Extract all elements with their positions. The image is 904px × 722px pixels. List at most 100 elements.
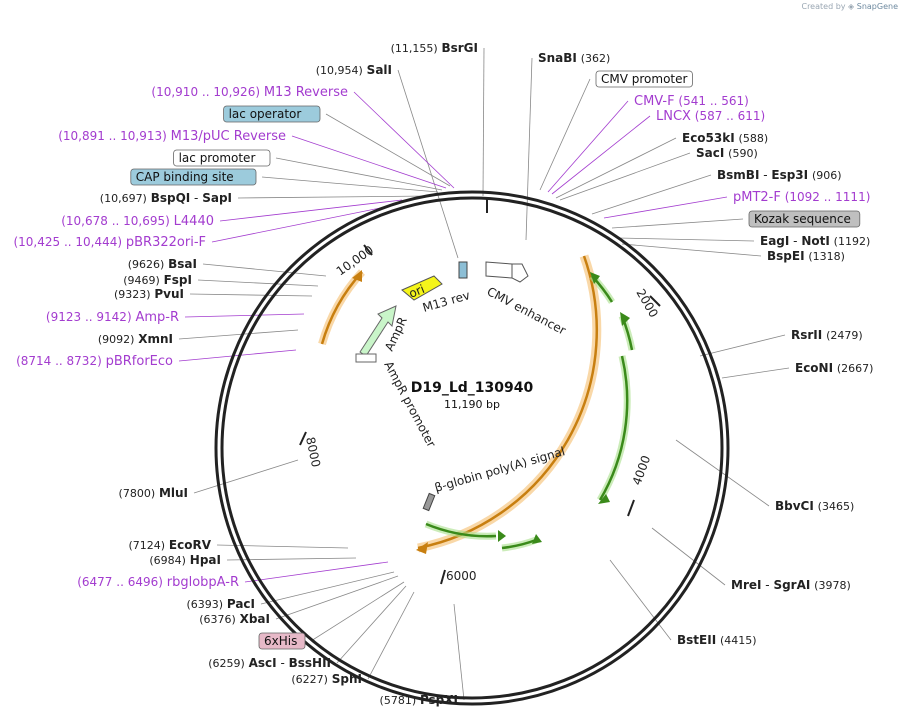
site-position: (6376) [199,613,236,626]
ampr-promoter-label: AmpR promoter [381,359,438,450]
site-sphi[interactable]: (6227) SphI [291,672,362,686]
site-eagi[interactable]: EagI - NotI (1192) [760,234,870,248]
site-cap-binding-site[interactable]: CAP binding site [130,168,257,186]
site-bspqi[interactable]: (10,697) BspQI - SapI [100,191,232,205]
site-name: pBRforEco [106,354,173,369]
site-ecorv[interactable]: (7124) EcoRV [129,538,212,552]
site-asci[interactable]: (6259) AscI - BssHII [208,656,331,670]
site-position: (4415) [720,634,757,647]
site-position: (10,891 .. 10,913) [58,129,167,143]
connector-line-5 [275,157,443,191]
site-cmv-promoter[interactable]: CMV promoter [595,70,693,88]
site-bsmbi[interactable]: BsmBI - Esp3I (906) [717,168,842,182]
feature-badge [595,70,693,88]
connector-line-20 [260,571,395,605]
site-name: XbaI [240,612,270,626]
green-arrowheads [498,272,630,544]
site-sali[interactable]: (10,954) SalI [316,63,392,77]
site-m13-puc-reverse[interactable]: (10,891 .. 10,913) M13/pUC Reverse [58,129,286,144]
connector-line-29 [551,115,651,195]
site-paci[interactable]: (6393) PacI [186,597,255,611]
orange-arc-main [417,255,599,550]
site-name: PvuI [154,287,184,301]
site-position: (10,910 .. 10,926) [151,85,260,99]
site-cmv-f[interactable]: CMV-F (541 .. 561) [634,94,749,109]
site-label: (6477 .. 6496) rbglobpA-R [77,575,239,590]
site-eco53ki[interactable]: Eco53kI (588) [682,131,768,145]
site-name: FspI [164,273,192,287]
site-name: EagI [760,234,789,248]
feature-label: CAP binding site [136,170,234,184]
site-amp-r[interactable]: (9123 .. 9142) Amp-R [46,310,179,325]
connector-line-38 [721,367,790,379]
site-rbglobpa-r[interactable]: (6477 .. 6496) rbglobpA-R [77,575,239,590]
site-bsteii[interactable]: BstEII (4415) [677,633,757,647]
site-position: (9626) [128,258,165,271]
site-saci[interactable]: SacI (590) [696,146,758,160]
lac-operator-box [458,261,468,279]
site-position: (3465) [818,500,855,513]
site-kozak-sequence[interactable]: Kozak sequence [748,210,861,228]
connector-line-3 [325,113,451,187]
site-pmt2-f[interactable]: pMT2-F (1092 .. 1111) [733,190,870,205]
site-position: (587 .. 611) [695,109,765,123]
site-label: CMV-F (541 .. 561) [634,94,749,109]
site-pbrforeco[interactable]: (8714 .. 8732) pBRforEco [16,354,173,369]
feature-badge [173,149,271,167]
site-mlui[interactable]: (7800) MluI [119,486,188,500]
site-lac-operator[interactable]: lac operator [223,105,321,123]
feature-badge [223,105,321,123]
site-label: SacI (590) [696,146,758,160]
site-bsrgi[interactable]: (11,155) BsrGI [391,41,478,55]
site-xmni[interactable]: (9092) XmnI [98,332,173,346]
site-lncx[interactable]: LNCX (587 .. 611) [656,109,765,124]
connector-line-23 [336,585,407,664]
site-pvui[interactable]: (9323) PvuI [114,287,184,301]
site-hpai[interactable]: (6984) HpaI [149,553,221,567]
tick-label-4000: 4000 [630,454,654,487]
orange-arc-arrowhead [416,542,428,554]
connector-line-28 [547,100,629,193]
site-bbvci[interactable]: BbvCI (3465) [775,499,854,513]
site-separator: - [789,234,801,248]
site-fspi[interactable]: (9469) FspI [123,273,192,287]
site-position: (9323) [114,288,151,301]
site-position: (6477 .. 6496) [77,575,163,589]
site-l4440[interactable]: (10,678 .. 10,695) L4440 [61,214,214,229]
site-xbai[interactable]: (6376) XbaI [199,612,270,626]
site-econi[interactable]: EcoNI (2667) [795,361,873,375]
connector-line-41 [609,559,672,641]
site-label: (6376) XbaI [199,612,270,626]
site-bsai[interactable]: (9626) BsaI [128,257,197,271]
site-name-2: SapI [202,191,232,205]
site-position: (2667) [837,362,874,375]
site-label: (9626) BsaI [128,257,197,271]
site-label: (9123 .. 9142) Amp-R [46,310,179,325]
site-pbr322ori-f[interactable]: (10,425 .. 10,444) pBR322ori-F [13,235,206,250]
site-position: (9123 .. 9142) [46,310,132,324]
site-name: Eco53kI [682,131,735,145]
connector-line-7 [237,195,431,199]
site-position: (10,697) [100,192,147,205]
cmv-promoter-arrow [511,263,529,283]
site-pspxi[interactable]: (5781) PspXI [380,693,458,707]
site-snabi[interactable]: SnaBI (362) [538,51,610,65]
site-name: BstEII [677,633,716,647]
site-bspei[interactable]: BspEI (1318) [767,249,845,263]
connector-line-35 [617,237,755,242]
plasmid-length: 11,190 bp [444,398,500,411]
site-6xhis[interactable]: 6xHis [258,632,306,650]
site-name: EcoNI [795,361,833,375]
site-m13-reverse[interactable]: (10,910 .. 10,926) M13 Reverse [151,85,348,100]
site-mrei[interactable]: MreI - SgrAI (3978) [731,578,851,592]
site-position: (5781) [380,694,417,707]
connector-line-24 [367,591,415,680]
connector-line-15 [178,349,297,362]
site-separator: - [761,578,773,592]
site-rsrii[interactable]: RsrII (2479) [791,328,863,342]
site-label: (6393) PacI [186,597,255,611]
site-label: EcoNI (2667) [795,361,873,375]
site-lac-promoter[interactable]: lac promoter [173,149,271,167]
site-position: (1092 .. 1111) [785,190,871,204]
